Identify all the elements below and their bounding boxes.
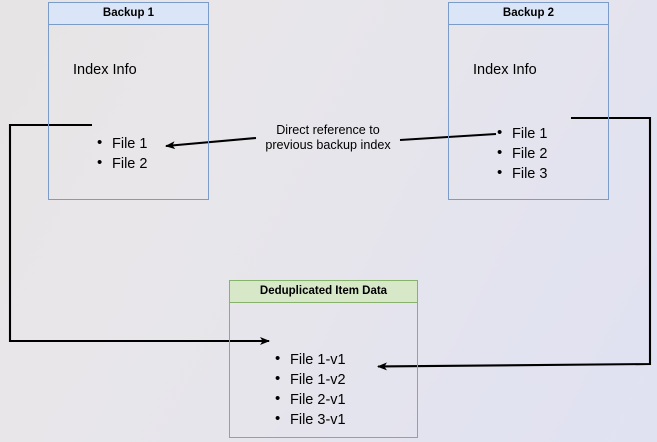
node-dedup-header: Deduplicated Item Data [230, 281, 417, 303]
node-backup-1-header: Backup 1 [49, 3, 208, 25]
node-deduplicated-item-data[interactable]: Deduplicated Item Data File 1-v1 File 1-… [229, 280, 418, 438]
backup-1-index-info-title: Index Info [73, 62, 137, 78]
node-backup-2[interactable]: Backup 2 Index Info File 1 File 2 File 3 [448, 2, 609, 200]
node-backup-1[interactable]: Backup 1 Index Info File 1 File 2 [48, 2, 209, 200]
list-item: File 1-v2 [275, 369, 346, 390]
node-backup-2-header: Backup 2 [449, 3, 608, 25]
node-backup-1-body: Index Info File 1 File 2 [49, 25, 208, 199]
list-item: File 2-v1 [275, 389, 346, 410]
backup-2-index-info-title: Index Info [473, 62, 537, 78]
node-backup-2-body: Index Info File 1 File 2 File 3 [449, 25, 608, 199]
edge-label-direct-reference: Direct reference to previous backup inde… [265, 123, 391, 152]
backup-1-file-list: File 1 File 2 [97, 133, 147, 174]
list-item: File 2 [497, 143, 547, 164]
list-item: File 1 [497, 123, 547, 144]
list-item: File 1 [97, 133, 147, 154]
node-dedup-body: File 1-v1 File 1-v2 File 2-v1 File 3-v1 [230, 303, 417, 437]
list-item: File 3 [497, 163, 547, 184]
backup-2-file-list: File 1 File 2 File 3 [497, 123, 547, 184]
list-item: File 3-v1 [275, 409, 346, 430]
list-item: File 2 [97, 153, 147, 174]
dedup-file-list: File 1-v1 File 1-v2 File 2-v1 File 3-v1 [275, 349, 346, 430]
list-item: File 1-v1 [275, 349, 346, 370]
